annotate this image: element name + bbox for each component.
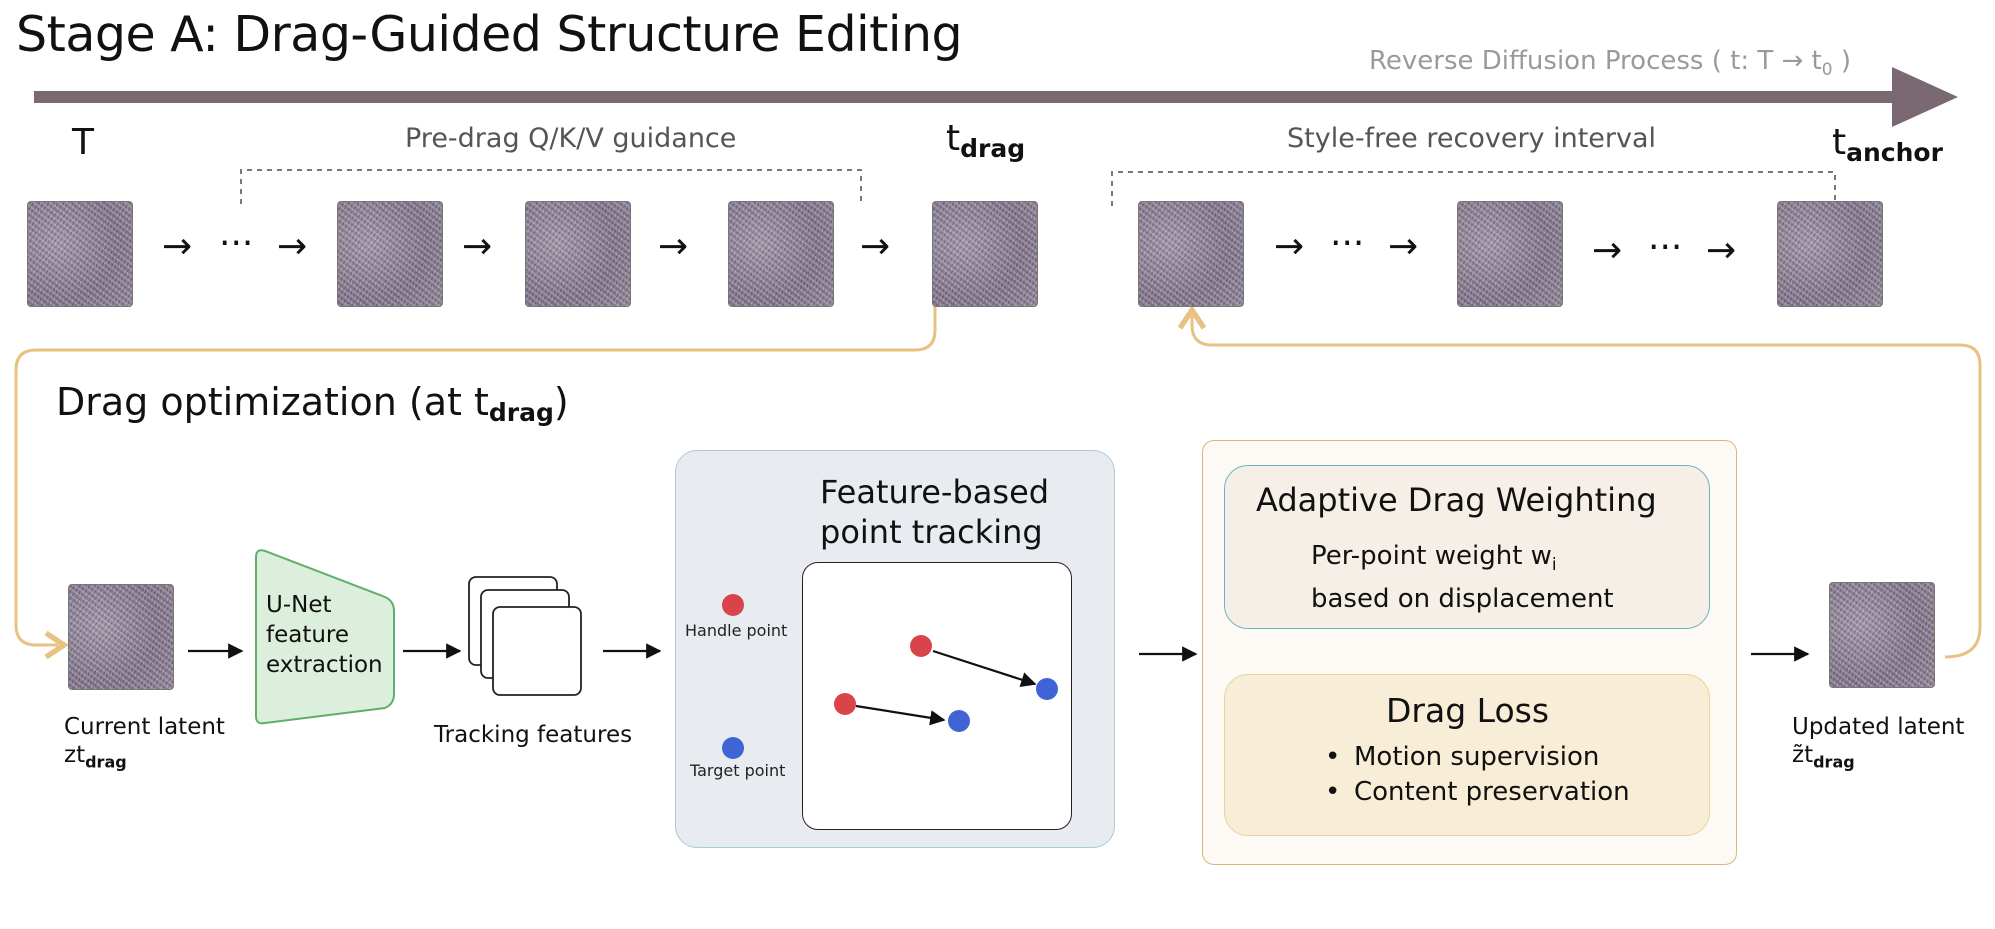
feedback-arrow-out [1177,305,1982,659]
feedback-arrow-in [14,306,937,660]
axis-label: Reverse Diffusion Process ( t: T → t0 ) [1369,46,1851,81]
drag-panel-title: Drag optimization (at tdrag) [56,380,569,427]
current-latent-caption: Current latent ztdrag [64,714,225,772]
handle-point-legend-marker [722,594,744,616]
timestep-t-anchor: tanchor [1832,122,1943,167]
updated-latent [1829,582,1935,688]
target-point-2 [948,710,970,732]
flow-arrow: → [1274,226,1305,267]
flow-arrow: → [1592,230,1623,271]
tracking-features-caption: Tracking features [434,722,633,748]
updated-latent-caption: Updated latent z̃tdrag [1792,714,1965,772]
latent-recovery-2 [1457,201,1563,307]
flow-arrow: → [658,226,689,267]
latent-t-anchor [1777,201,1883,307]
timestep-T: T [72,122,94,163]
flow-arrow: → [1388,226,1419,267]
list-item: •Content preservation [1325,777,1630,807]
handle-point-2 [834,693,856,715]
current-latent [68,584,174,690]
target-point-label: Target point [690,761,786,780]
latent-pre-drag-3 [728,201,834,307]
flow-arrow: → [1706,230,1737,271]
unet-label: U-Net feature extraction [266,592,383,678]
tracking-canvas [802,562,1072,830]
target-point-1 [1036,678,1058,700]
list-item: •Motion supervision [1325,742,1600,772]
flow-ellipsis: ··· [219,223,254,264]
flow-arrow: → [462,226,493,267]
latent-t-drag [932,201,1038,307]
handle-point-1 [910,635,932,657]
pre-drag-label: Pre-drag Q/K/V guidance [405,123,737,154]
target-point-legend-marker [722,737,744,759]
handle-point-label: Handle point [685,621,788,640]
timestep-t-drag: tdrag [946,118,1026,163]
adaptive-weighting-box [1224,465,1710,629]
pre-drag-bracket [240,169,862,204]
adaptive-weighting-title: Adaptive Drag Weighting [1256,481,1657,519]
latent-recovery-1 [1138,201,1244,307]
flow-arrow: → [860,226,891,267]
flow-arrow: → [162,226,193,267]
feature-maps-stack [468,576,582,696]
drag-loss-title: Drag Loss [1386,691,1550,730]
recovery-label: Style-free recovery interval [1287,123,1657,154]
drag-loss-box [1224,674,1710,836]
stage-title: Stage A: Drag-Guided Structure Editing [16,6,963,63]
point-tracking-title: Feature-based point tracking [820,473,1050,551]
latent-pre-drag-1 [337,201,443,307]
timeline-arrow [34,67,1958,127]
flow-arrow: → [277,226,308,267]
unet-block [255,549,395,725]
drag-loss-list: •Motion supervision •Content preservatio… [1325,740,1630,810]
flow-ellipsis: ··· [1330,223,1365,264]
adaptive-weighting-desc: Per-point weight wi based on displacemen… [1311,541,1614,615]
latent-pre-drag-2 [525,201,631,307]
recovery-bracket [1111,171,1836,206]
latent-T [27,201,133,307]
flow-ellipsis: ··· [1648,227,1683,268]
